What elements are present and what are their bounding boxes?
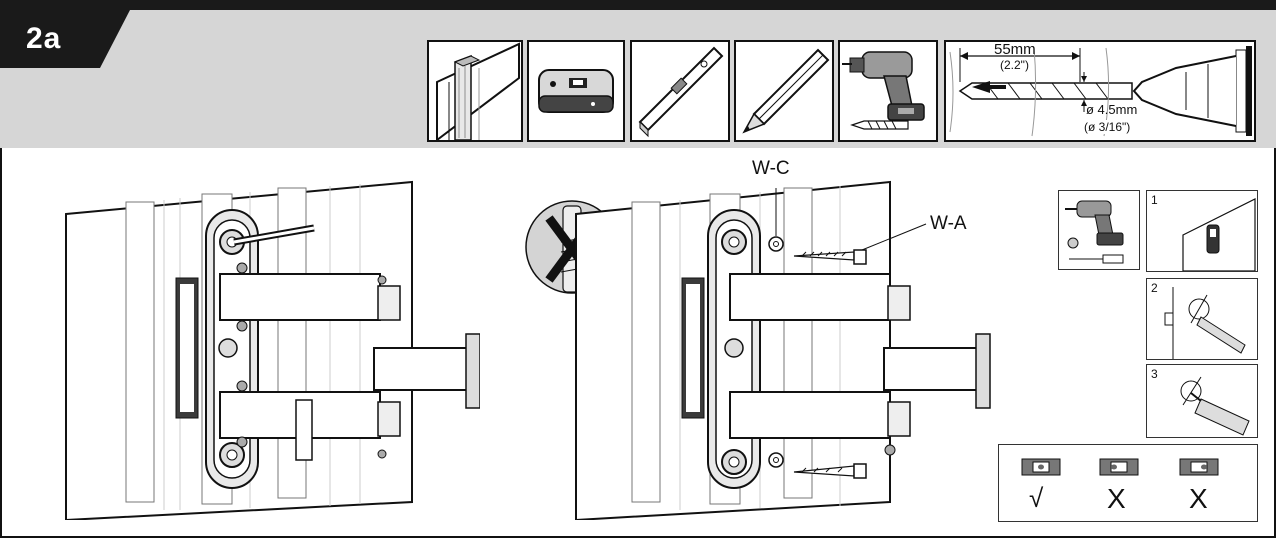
level-ok-mark: √ — [1029, 483, 1044, 513]
drill-depth-mm: 55mm — [994, 41, 1036, 58]
spirit-level-icon — [1021, 458, 1061, 476]
step-panel-2: 2 — [1146, 278, 1258, 360]
tools-header: 2a — [0, 10, 1276, 148]
drill-bit-icon — [850, 120, 909, 130]
tool-wood-stud — [427, 40, 523, 142]
mount-illustration-right — [575, 180, 991, 520]
drill-depth-in: (2.2") — [1000, 58, 1029, 72]
mount-illustration-left — [65, 180, 480, 520]
wood-stud-icon — [436, 42, 520, 140]
drill-diameter-mm: ø 4.5mm — [1086, 102, 1138, 117]
level-check-panel: √ X X — [998, 444, 1258, 522]
step-panel-1: 1 — [1146, 190, 1258, 272]
stud-finder-icon — [1182, 198, 1256, 271]
top-bar — [0, 0, 1276, 10]
drill-spec-drawing — [949, 46, 1252, 137]
tool-spirit-level — [630, 40, 730, 142]
level-bad-mark-1: X — [1107, 483, 1126, 514]
screw-label: W-A — [930, 213, 967, 234]
drill-diameter-in: (ø 3/16") — [1084, 120, 1131, 134]
drill-icon — [1180, 376, 1250, 436]
drill-icon — [842, 51, 925, 121]
step-tab — [0, 10, 130, 68]
stud-finder-icon — [538, 69, 614, 113]
spirit-level-icon — [638, 46, 724, 138]
panel-drill-tools — [1058, 190, 1140, 270]
level-bad-mark-2: X — [1189, 483, 1208, 514]
spirit-level-icon — [1099, 458, 1139, 476]
washer-label: W-C — [752, 158, 790, 179]
spirit-level-icon — [1179, 458, 1219, 476]
step-number: 2a — [26, 22, 62, 55]
tool-drill — [838, 40, 938, 142]
tool-pencil — [734, 40, 834, 142]
step-number-2: 2 — [1151, 281, 1158, 295]
drill-icon — [1065, 200, 1124, 264]
step-number-1: 1 — [1151, 193, 1158, 207]
step-panel-3: 3 — [1146, 364, 1258, 438]
pencil-icon — [742, 48, 830, 134]
tool-drill-spec: 55mm (2.2") ø 4.5mm (ø 3/16") — [944, 40, 1256, 142]
tool-stud-finder — [527, 40, 625, 142]
step-number-3: 3 — [1151, 367, 1158, 381]
pencil-icon — [1164, 287, 1246, 359]
